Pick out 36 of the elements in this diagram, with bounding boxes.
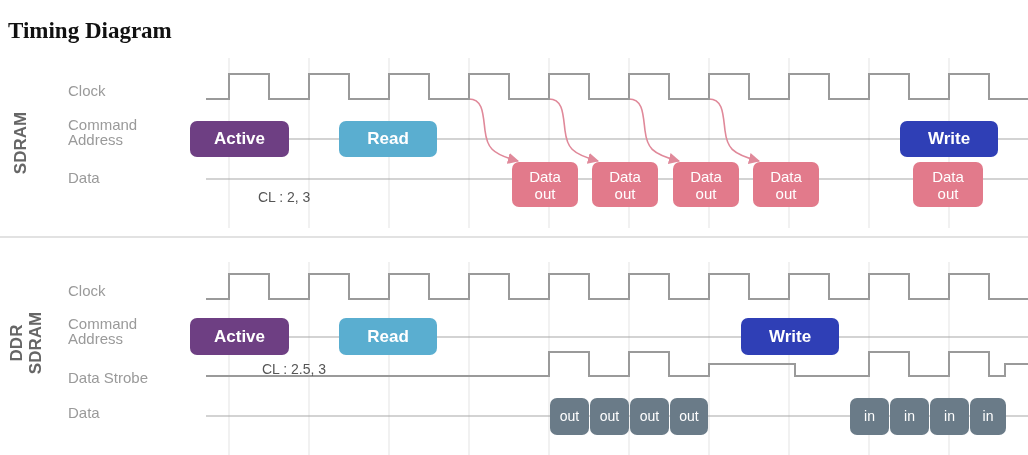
command-box: Active bbox=[190, 318, 289, 355]
command-box: Read bbox=[339, 121, 437, 157]
data-out-box: Data out bbox=[512, 162, 578, 207]
signal-name: Clock bbox=[68, 81, 106, 101]
latency-arrow bbox=[548, 98, 600, 164]
signal-name: Data bbox=[68, 403, 100, 423]
latency-label: CL : 2, 3 bbox=[258, 188, 311, 207]
data-slot-box: in bbox=[930, 398, 969, 435]
latency-arrow bbox=[468, 98, 520, 164]
signal-name: Data bbox=[68, 168, 100, 188]
signal-name: Data Strobe bbox=[68, 368, 149, 388]
data-out-box: Data out bbox=[673, 162, 739, 207]
latency-arrow bbox=[708, 98, 761, 164]
data-slot-box: out bbox=[670, 398, 708, 435]
diagram-title: Timing Diagram bbox=[8, 17, 172, 45]
memory-type-label: SDRAM bbox=[10, 110, 30, 177]
memory-type-label: DDR SDRAM bbox=[7, 310, 45, 377]
command-box: Active bbox=[190, 121, 289, 157]
command-box: Write bbox=[741, 318, 839, 355]
data-out-box: Data out bbox=[913, 162, 983, 207]
data-out-box: Data out bbox=[592, 162, 658, 207]
signal-name: Clock bbox=[68, 281, 106, 301]
data-slot-box: in bbox=[970, 398, 1006, 435]
data-slot-box: in bbox=[850, 398, 889, 435]
command-box: Read bbox=[339, 318, 437, 355]
data-out-box: Data out bbox=[753, 162, 819, 207]
data-slot-box: out bbox=[590, 398, 629, 435]
signal-name: Command Address bbox=[68, 316, 139, 346]
data-slot-box: out bbox=[630, 398, 669, 435]
latency-label: CL : 2.5, 3 bbox=[262, 360, 327, 379]
signal-name: Command Address bbox=[68, 117, 139, 147]
clock-waveform bbox=[206, 73, 1028, 101]
command-box: Write bbox=[900, 121, 998, 157]
data-slot-box: out bbox=[550, 398, 589, 435]
data-slot-box: in bbox=[890, 398, 929, 435]
latency-arrow bbox=[628, 98, 681, 164]
